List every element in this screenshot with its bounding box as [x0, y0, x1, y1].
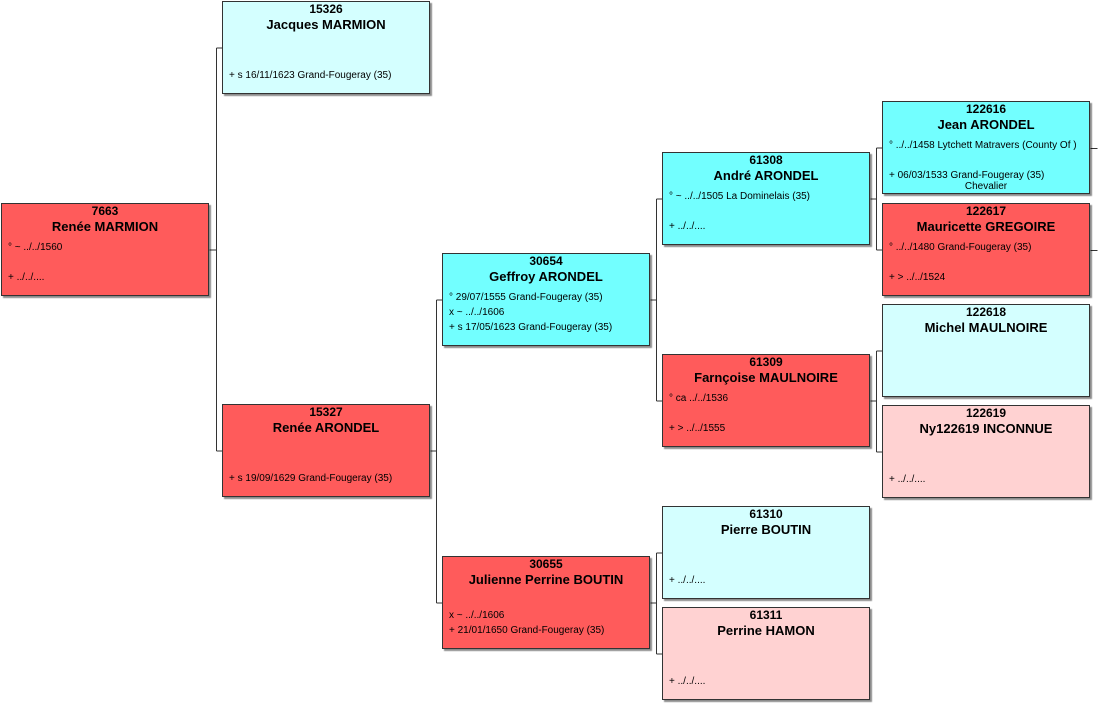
birth-event: ° ../../1458 Lytchett Matravers (County … [889, 140, 1077, 151]
sosa-number: 122618 [965, 305, 1007, 319]
person-name: Jean ARONDEL [937, 117, 1035, 132]
death-event: + ../../.... [889, 474, 926, 485]
person-note: Chevalier [964, 181, 1008, 192]
person-name: Geffroy ARONDEL [489, 269, 603, 284]
sosa-number: 30654 [529, 254, 563, 268]
marriage-event: x ~ ../../1606 [449, 610, 505, 621]
death-event: + ../../.... [8, 272, 45, 283]
birth-event: ° ~ ../../1505 La Dominelais (35) [669, 191, 811, 202]
sosa-number: 7663 [91, 204, 119, 218]
birth-event: ° ~ ../../1560 [8, 242, 63, 253]
sosa-number: 122619 [965, 406, 1007, 420]
person-name: Farnçoise MAULNOIRE [694, 370, 838, 385]
person-name: Renée MARMION [51, 219, 159, 234]
death-event: + > ../../1555 [669, 423, 726, 434]
sosa-number: 122616 [965, 102, 1007, 116]
birth-event: ° ca ../../1536 [669, 393, 729, 404]
death-event: + ../../.... [669, 575, 706, 586]
sosa-number: 61309 [749, 355, 783, 369]
death-event: + 21/01/1650 Grand-Fougeray (35) [449, 625, 605, 636]
person-name: Pierre BOUTIN [720, 522, 812, 537]
person-name: Julienne Perrine BOUTIN [468, 572, 624, 587]
sosa-number: 122617 [965, 204, 1007, 218]
person-name: Michel MAULNOIRE [924, 320, 1048, 335]
birth-event: ° ../../1480 Grand-Fougeray (35) [889, 242, 1032, 253]
death-event: + ../../.... [669, 676, 706, 687]
sosa-number: 15327 [309, 405, 343, 419]
person-name: Mauricette GREGOIRE [916, 219, 1056, 234]
person-name: Renée ARONDEL [272, 420, 380, 435]
marriage-event: x ~ ../../1606 [449, 307, 505, 318]
sosa-number: 15326 [309, 2, 343, 16]
death-event: + 06/03/1533 Grand-Fougeray (35) [889, 170, 1045, 181]
birth-event: ° 29/07/1555 Grand-Fougeray (35) [449, 292, 603, 303]
sosa-number: 61308 [749, 153, 783, 167]
death-event: + s 16/11/1623 Grand-Fougeray (35) [229, 70, 392, 81]
death-event: + s 19/09/1629 Grand-Fougeray (35) [229, 473, 393, 484]
sosa-number: 61311 [749, 608, 783, 622]
sosa-number: 61310 [749, 507, 783, 521]
person-name: Perrine HAMON [717, 623, 815, 638]
death-event: + > ../../1524 [889, 272, 946, 283]
person-name: Ny122619 INCONNUE [919, 421, 1053, 436]
person-name: Jacques MARMION [266, 17, 386, 32]
death-event: + ../../.... [669, 221, 706, 232]
death-event: + s 17/05/1623 Grand-Fougeray (35) [449, 322, 613, 333]
person-name: André ARONDEL [713, 168, 819, 183]
sosa-number: 30655 [529, 557, 563, 571]
